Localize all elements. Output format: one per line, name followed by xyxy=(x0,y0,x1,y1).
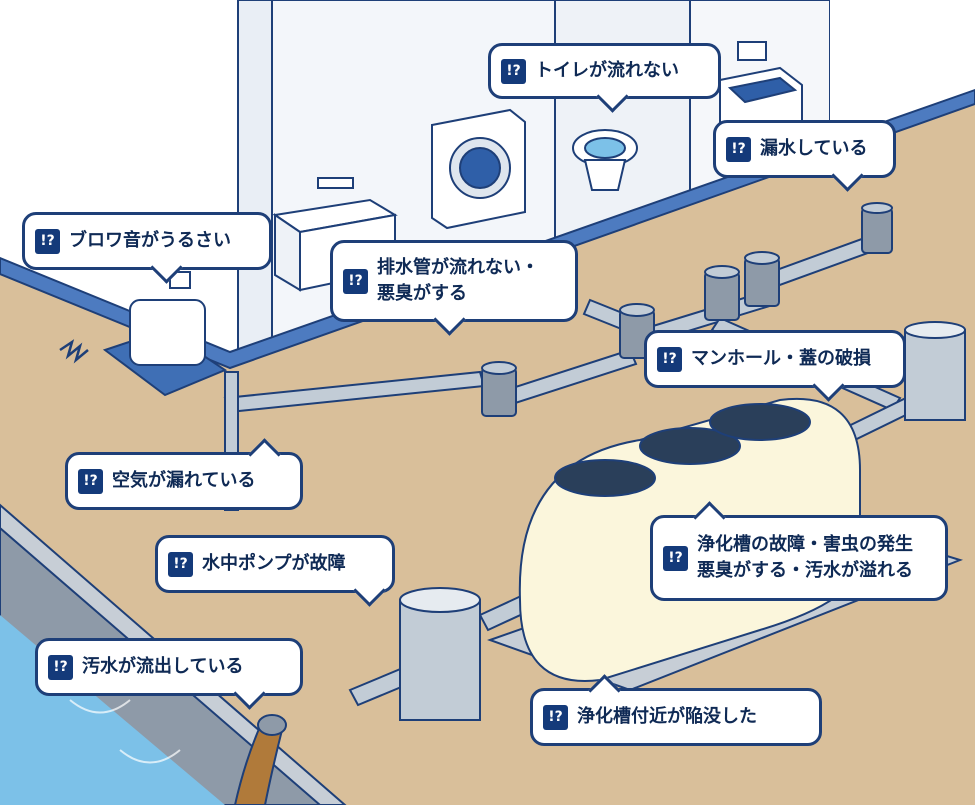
callout-air: !? 空気が漏れている xyxy=(65,438,303,510)
callout-leak: !? 漏水している xyxy=(713,120,896,192)
blower-unit xyxy=(102,271,228,397)
callout-pump: !? 水中ポンプが故障 xyxy=(155,535,395,607)
outlet-chamber xyxy=(904,321,966,421)
callout-text: 水中ポンプが故障 xyxy=(202,553,346,574)
callout-text-line-1: 排水管が流れない・ xyxy=(377,257,539,278)
callout-text: 浄化槽付近が陥没した xyxy=(577,706,757,727)
callout-manhole: !? マンホール・蓋の破損 xyxy=(644,330,906,402)
alert-badge-icon: !? xyxy=(78,468,103,494)
sewage-outflow xyxy=(233,720,284,805)
alert-badge-icon: !? xyxy=(726,136,751,162)
callout-text-line-2: 悪臭がする・汚水が溢れる xyxy=(697,560,913,581)
alert-badge-icon: !? xyxy=(35,228,60,254)
callout-text: 空気が漏れている xyxy=(112,470,256,491)
washing-machine xyxy=(431,108,526,230)
callout-text: ブロワ音がうるさい xyxy=(69,230,231,251)
callout-text: トイレが流れない xyxy=(535,60,679,81)
alert-badge-icon: !? xyxy=(657,346,682,372)
alert-badge-icon: !? xyxy=(501,58,526,84)
callout-text: 汚水が流出している xyxy=(82,656,244,677)
callout-outflow: !? 汚水が流出している xyxy=(35,638,303,710)
noise-mark xyxy=(59,339,89,364)
callout-drain: !? 排水管が流れない・ 悪臭がする xyxy=(330,240,578,336)
alert-badge-icon: !? xyxy=(663,545,688,571)
pump-chamber xyxy=(399,587,481,721)
alert-badge-icon: !? xyxy=(168,551,193,577)
callout-text: マンホール・蓋の破損 xyxy=(691,348,871,369)
toilet xyxy=(572,129,638,191)
foundation-band xyxy=(0,88,975,370)
callout-tank: !? 浄化槽の故障・害虫の発生 悪臭がする・汚水が溢れる xyxy=(650,501,948,601)
callout-toilet: !? トイレが流れない xyxy=(488,43,721,113)
alert-badge-icon: !? xyxy=(48,654,73,680)
callout-text-line-1: 浄化槽の故障・害虫の発生 xyxy=(697,534,913,555)
callout-blower: !? ブロワ音がうるさい xyxy=(22,212,272,284)
callout-text: 漏水している xyxy=(760,138,868,159)
callout-text-line-2: 悪臭がする xyxy=(377,283,467,304)
outlet-pipe-end xyxy=(257,714,287,736)
callout-sinking: !? 浄化槽付近が陥没した xyxy=(530,674,822,746)
alert-badge-icon: !? xyxy=(543,704,568,730)
alert-badge-icon: !? xyxy=(343,268,368,294)
